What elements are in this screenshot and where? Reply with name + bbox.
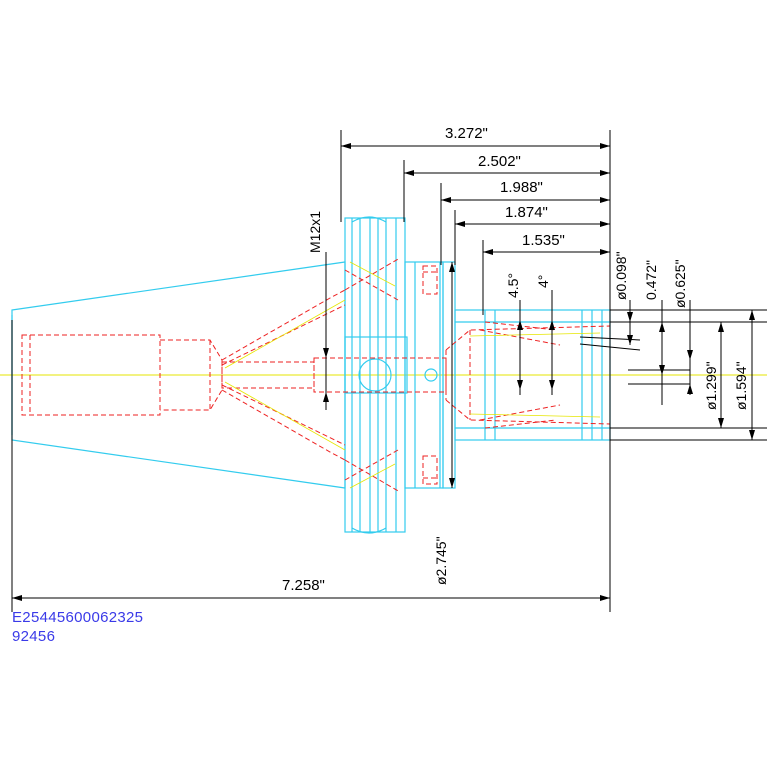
dim-1988: 1.988" (500, 179, 543, 196)
dim-dia-0472: 0.472" (643, 260, 659, 300)
dim-dia-1299: ø1.299" (703, 361, 719, 410)
dim-dia-0625: ø0.625" (672, 259, 688, 308)
dim-dia-2745: ø2.745" (433, 536, 449, 585)
center-interior (224, 261, 601, 489)
dim-dia-1594: ø1.594" (733, 361, 749, 410)
dimension-lines (11, 130, 767, 612)
holder-outline (11, 216, 611, 534)
dim-1874: 1.874" (505, 204, 548, 221)
dim-2502: 2.502" (478, 153, 521, 170)
dim-3272: 3.272" (445, 125, 488, 142)
part-code: E25445600062325 (12, 609, 144, 626)
dim-thread: M12x1 (307, 211, 323, 253)
dim-dia-0098: ø0.098" (613, 251, 629, 300)
dim-angle-4: 4° (535, 275, 551, 288)
dim-angle-45: 4.5° (505, 273, 521, 298)
item-number: 92456 (12, 628, 56, 645)
arrowheads (12, 143, 755, 601)
dim-7258: 7.258" (282, 577, 325, 594)
dim-1535: 1.535" (522, 232, 565, 249)
hidden-lines (21, 257, 611, 493)
